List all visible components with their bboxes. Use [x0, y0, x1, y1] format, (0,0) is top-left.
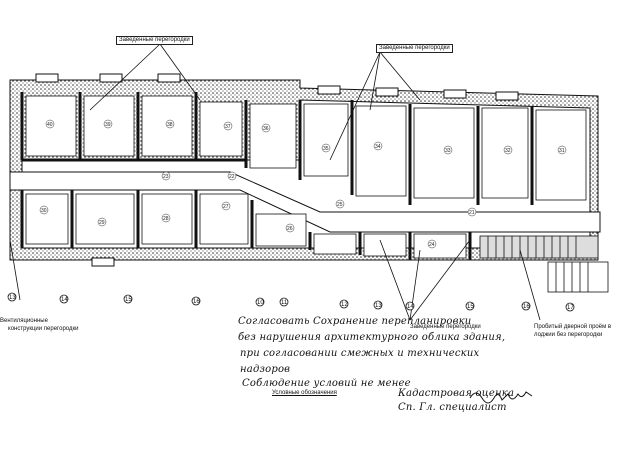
- svg-text:39: 39: [105, 122, 111, 128]
- svg-text:40: 40: [47, 122, 53, 128]
- svg-text:14: 14: [407, 304, 414, 310]
- annotation-bottom-center: Заведенные перегородки: [410, 324, 481, 330]
- handwriting-line-4: надзоров: [240, 364, 291, 375]
- svg-text:10: 10: [257, 300, 264, 306]
- svg-text:15: 15: [467, 304, 474, 310]
- handwriting-line-3: при согласовании смежных и технических: [240, 348, 480, 359]
- svg-text:13: 13: [9, 295, 16, 301]
- rooms-lower: [25, 193, 467, 259]
- axis-labels: 13 14 15 16 10 11 12 13 14 15 16 17: [9, 295, 574, 311]
- svg-text:38: 38: [167, 122, 173, 128]
- handwriting-line-2: без нарушения архитектурного облика здан…: [238, 332, 506, 343]
- signature: [469, 391, 533, 404]
- svg-text:24: 24: [429, 242, 435, 248]
- svg-text:16: 16: [193, 299, 200, 305]
- handwriting-line-7: Сп. Гл. специалист: [398, 402, 507, 413]
- svg-text:29: 29: [99, 220, 105, 226]
- axis-bubbles: [7, 292, 575, 312]
- svg-text:17: 17: [567, 305, 574, 311]
- annotation-bottom-left-2: конструкции перегородки: [8, 326, 79, 332]
- handwriting-line-6: Кадастровая оценка: [398, 388, 515, 399]
- svg-text:12: 12: [341, 302, 348, 308]
- svg-text:16: 16: [523, 304, 530, 310]
- annotation-legend: Условные обозначения: [272, 390, 337, 396]
- windows-top: [35, 73, 519, 267]
- svg-text:37: 37: [225, 124, 231, 130]
- svg-text:30: 30: [41, 208, 47, 214]
- svg-text:14: 14: [61, 297, 68, 303]
- svg-text:32: 32: [505, 148, 511, 154]
- room-number-markers: [39, 119, 567, 249]
- handwriting-line-1: Согласовать Сохранение перепланировки: [238, 316, 472, 327]
- handwriting-line-5: Соблюдение условий не менее: [242, 378, 411, 389]
- svg-text:34: 34: [375, 144, 381, 150]
- annotation-bottom-right-2: лоджии без перегородки: [534, 332, 603, 338]
- interior-walls: [20, 92, 534, 260]
- svg-text:28: 28: [163, 216, 169, 222]
- leader-lines: [9, 43, 541, 321]
- svg-text:11: 11: [281, 300, 288, 306]
- svg-text:25: 25: [337, 202, 343, 208]
- staircase: [479, 235, 609, 293]
- corridor: [9, 171, 601, 233]
- svg-text:15: 15: [125, 297, 132, 303]
- annotation-bottom-left-1: Вентиляционные: [0, 318, 48, 324]
- svg-text:33: 33: [445, 148, 451, 154]
- annotation-top-left: Заведенные перегородки: [116, 36, 193, 45]
- svg-text:26: 26: [287, 226, 293, 232]
- annotation-bottom-right-1: Пробитый дверной проём в: [534, 324, 612, 330]
- svg-text:31: 31: [559, 148, 565, 154]
- svg-text:21: 21: [469, 210, 475, 216]
- annotation-top-right: Заведенные перегородки: [376, 44, 453, 53]
- svg-text:27: 27: [223, 204, 229, 210]
- svg-text:13: 13: [375, 303, 382, 309]
- svg-text:35: 35: [323, 146, 329, 152]
- svg-text:22: 22: [229, 174, 235, 180]
- svg-text:36: 36: [263, 126, 269, 132]
- svg-text:23: 23: [163, 174, 169, 180]
- room-number-text: 40 39 38 37 36 35 34 33 32 31 30 29 28 2…: [41, 122, 565, 248]
